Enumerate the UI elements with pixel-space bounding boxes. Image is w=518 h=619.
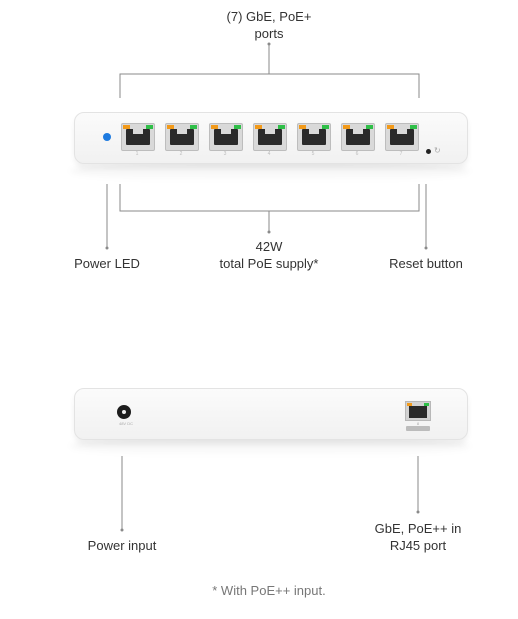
- uplink-callout: GbE, PoE++ in RJ45 port: [358, 520, 478, 554]
- ports-callout-line2: ports: [254, 26, 284, 41]
- ports-callout: (7) GbE, PoE+ ports: [199, 8, 339, 42]
- poe-callout-line1: 42W: [255, 239, 283, 254]
- port-number: 4: [267, 151, 271, 157]
- switch-front-panel: 1 2 3 4 5 6 7 ↻: [74, 112, 468, 164]
- reset-arrow-icon: ↻: [434, 146, 441, 155]
- dc-jack-caption: 48V DC: [118, 421, 133, 426]
- port-number: 2: [179, 151, 183, 157]
- rj45-port-icon: [121, 123, 155, 151]
- rj45-port-icon: [405, 401, 431, 421]
- uplink-port-number: 8: [416, 421, 420, 426]
- rj45-port-icon: [253, 123, 287, 151]
- poe-callout: 42W total PoE supply*: [199, 238, 339, 272]
- front-device-reflection: [70, 160, 470, 182]
- rj45-port-icon: [385, 123, 419, 151]
- power-led-icon: [103, 133, 111, 141]
- power-input-callout-dot: [120, 528, 124, 532]
- reset-hole-icon: [426, 149, 431, 154]
- port-number: 6: [355, 151, 359, 157]
- port-number: 3: [223, 151, 227, 157]
- rj45-port-icon: [341, 123, 375, 151]
- dc-power-jack-icon: [117, 405, 131, 419]
- port-number: 7: [399, 151, 403, 157]
- uplink-callout-dot: [416, 510, 420, 514]
- uplink-callout-line2: RJ45 port: [389, 538, 447, 553]
- poe-in-tag: [406, 426, 430, 431]
- power-input-label: Power input: [87, 538, 157, 553]
- back-device-reflection: [70, 435, 470, 457]
- port-number: 1: [135, 151, 139, 157]
- reset-button-label: Reset button: [389, 256, 463, 271]
- poe-callout-line2: total PoE supply*: [219, 256, 319, 271]
- ports-callout-line1: (7) GbE, PoE+: [226, 9, 312, 24]
- ports-callout-bracket: [119, 73, 420, 98]
- rj45-port-icon: [209, 123, 243, 151]
- switch-back-panel: 48V DC 8: [74, 388, 468, 440]
- poe-callout-dot: [267, 230, 271, 234]
- power-led-label: Power LED: [74, 256, 140, 271]
- footnote: * With PoE++ input.: [212, 583, 326, 598]
- reset-callout-dot: [424, 246, 428, 250]
- port-number: 5: [311, 151, 315, 157]
- rj45-port-icon: [165, 123, 199, 151]
- ports-callout-dot: [267, 42, 271, 46]
- uplink-callout-line1: GbE, PoE++ in: [374, 521, 462, 536]
- poe-callout-bracket: [119, 184, 420, 212]
- power-led-callout-dot: [105, 246, 109, 250]
- rj45-port-icon: [297, 123, 331, 151]
